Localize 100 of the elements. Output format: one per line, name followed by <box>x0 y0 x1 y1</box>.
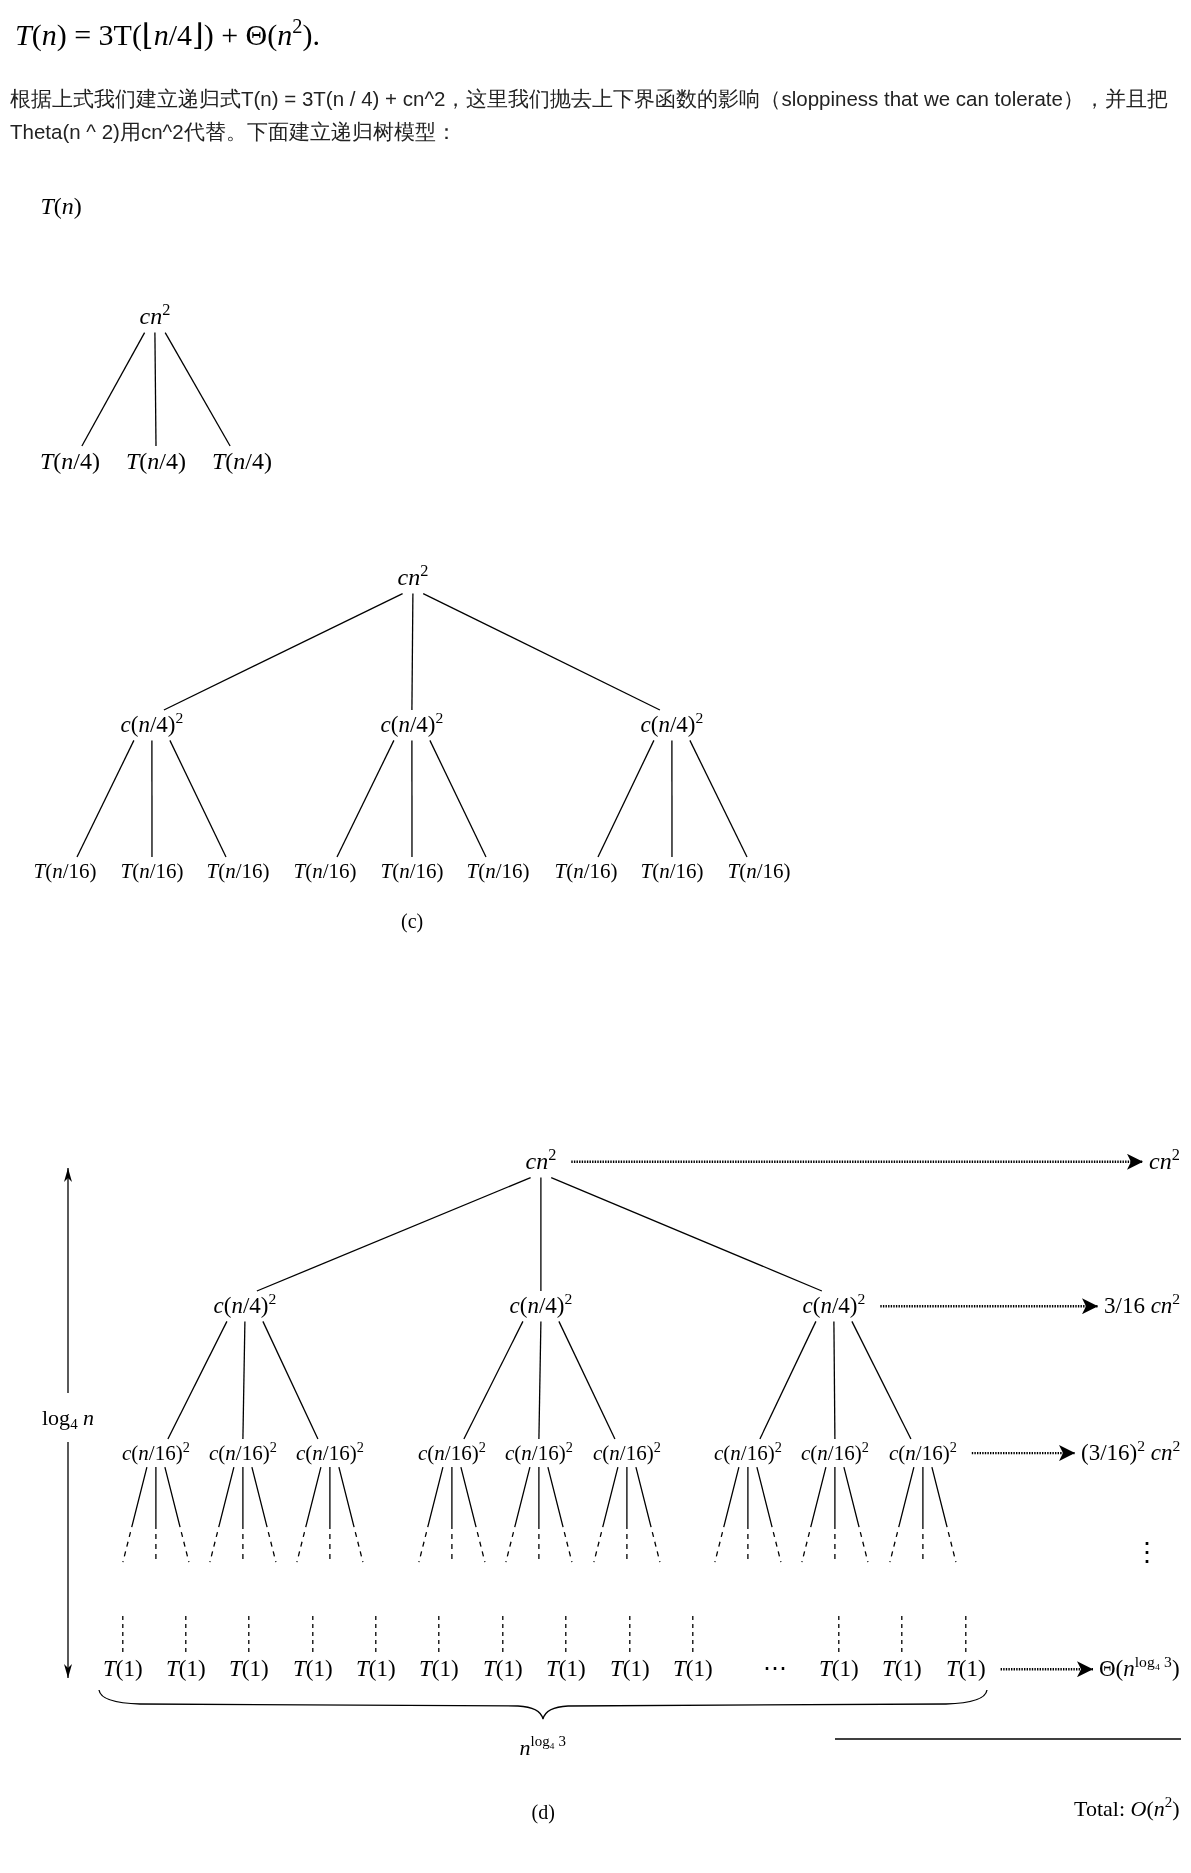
term-label: c(n/16)$^{2}$ <box>886 1439 960 1468</box>
dashed-line <box>209 1466 235 1563</box>
term-label: c(n/16)$^{2}$ <box>502 1439 576 1468</box>
term-label: T(n/16) <box>637 857 707 886</box>
tree-edge <box>411 739 413 858</box>
term-label: T(n/16) <box>117 857 187 886</box>
sum-label: (3/16)$^{2}$ cn$^{2}$ <box>1078 1438 1184 1469</box>
sum-label: Θ(n$^{log₄ 3}$) <box>1096 1654 1183 1685</box>
dashed-line <box>312 1615 314 1655</box>
tree-edge <box>76 739 135 858</box>
dashed-line <box>965 1615 967 1655</box>
term-label: c(n/16)$^{2}$ <box>798 1439 872 1468</box>
term-label: T(1) <box>480 1654 526 1685</box>
dashed-line <box>801 1466 827 1563</box>
tree-edge <box>262 1320 319 1440</box>
term-label: T(n/16) <box>203 857 273 886</box>
vertical-ellipsis: ⋮ <box>1133 1537 1161 1569</box>
tree-edge <box>558 1320 616 1440</box>
term-label: c(n/16)$^{2}$ <box>119 1439 193 1468</box>
dashed-line <box>164 1466 190 1563</box>
tree-edge <box>154 331 157 447</box>
term-label: c(n/16)$^{2}$ <box>293 1439 367 1468</box>
term-label: T(n/16) <box>551 857 621 886</box>
dashed-line <box>122 1466 148 1563</box>
tree-edge <box>164 331 231 447</box>
figure-caption: (c) <box>400 908 425 935</box>
tree-edge <box>411 592 414 711</box>
term-label: T(1) <box>100 1654 146 1685</box>
dashed-line <box>838 1615 840 1655</box>
dotted-arrow <box>880 1298 1098 1315</box>
dashed-line <box>692 1615 694 1655</box>
term-label: T(1) <box>416 1654 462 1685</box>
tree-edge <box>851 1320 912 1440</box>
tree-edge <box>550 1176 823 1292</box>
term-label: T(n/16) <box>30 857 100 886</box>
term-label: c(n/4)$^{2}$ <box>377 710 447 741</box>
term-label: T(1) <box>816 1654 862 1685</box>
dashed-line <box>502 1615 504 1655</box>
figure-caption: (d) <box>530 1799 556 1826</box>
term-label: T(n/16) <box>463 857 533 886</box>
description-text: 根据上式我们建立递归式T(n) = 3T(n / 4) + cn^2，这里我们抛去上下界函数的影响（sloppiness that we can tolerate），并且把Theta(n ^ 2)用cn^2代替。下面建立递归树模型： <box>10 86 1169 145</box>
dashed-line <box>547 1466 573 1563</box>
tree-edge <box>242 1320 246 1440</box>
tree-edge <box>671 739 673 858</box>
tree-edge <box>833 1320 836 1440</box>
tree-edge <box>169 739 227 858</box>
term-label: cn$^{2}$ <box>394 562 432 594</box>
term-label: T(n/16) <box>290 857 360 886</box>
dashed-line <box>248 1615 250 1655</box>
term-label: T(1) <box>943 1654 989 1685</box>
dotted-arrow <box>1000 1661 1093 1678</box>
tree-edge <box>81 331 146 447</box>
term-label: c(n/4)$^{2}$ <box>117 710 187 741</box>
sum-label: cn$^{2}$ <box>1146 1146 1183 1178</box>
dashed-line <box>931 1466 957 1563</box>
dotted-arrow <box>971 1445 1075 1462</box>
recurrence-formula: T(n) = 3T(⌊n/4⌋) + Θ(n$^{2}$). <box>14 15 321 53</box>
term-label: T(1) <box>543 1654 589 1685</box>
dashed-line <box>375 1615 377 1655</box>
dashed-line <box>296 1466 322 1563</box>
term-label: T(1) <box>879 1654 925 1685</box>
tree-edge <box>256 1176 532 1292</box>
term-label: c(n/4)$^{2}$ <box>210 1291 280 1322</box>
tree-edge <box>759 1320 817 1440</box>
term-label: T(n/4) <box>123 446 190 478</box>
dashed-line <box>251 1466 277 1563</box>
term-label: c(n/16)$^{2}$ <box>590 1439 664 1468</box>
dashed-line <box>418 1466 444 1563</box>
term-label: cn$^{2}$ <box>136 301 174 333</box>
dashed-line <box>122 1615 124 1655</box>
term-label: T(1) <box>290 1654 336 1685</box>
dashed-line <box>565 1615 567 1655</box>
dashed-line <box>901 1615 903 1655</box>
tree-edge <box>540 1176 542 1292</box>
dashed-line <box>629 1615 631 1655</box>
dashed-line <box>593 1466 619 1563</box>
term-label: T(n/16) <box>377 857 447 886</box>
term-label: c(n/16)$^{2}$ <box>415 1439 489 1468</box>
term-label: T(1) <box>226 1654 272 1685</box>
tree-edge <box>538 1320 542 1440</box>
dashed-line <box>756 1466 782 1563</box>
tree-edge <box>163 592 404 711</box>
tree-edge <box>151 739 153 858</box>
term-label: T(n/16) <box>724 857 794 886</box>
term-label: T(n/4) <box>37 446 104 478</box>
tree-edge <box>597 739 655 858</box>
tree-edge <box>689 739 748 858</box>
tree-edge <box>463 1320 524 1440</box>
dashed-line <box>714 1466 740 1563</box>
term-label: T(1) <box>353 1654 399 1685</box>
tree-edge <box>422 592 661 711</box>
term-label: T(1) <box>670 1654 716 1685</box>
dashed-line <box>338 1466 364 1563</box>
dashed-line <box>438 1615 440 1655</box>
dashed-line <box>505 1466 531 1563</box>
term-label: c(n/16)$^{2}$ <box>711 1439 785 1468</box>
dashed-line <box>635 1466 661 1563</box>
tree-edge <box>167 1320 228 1440</box>
term-label: cn$^{2}$ <box>522 1146 560 1178</box>
term-label: c(n/16)$^{2}$ <box>206 1439 280 1468</box>
